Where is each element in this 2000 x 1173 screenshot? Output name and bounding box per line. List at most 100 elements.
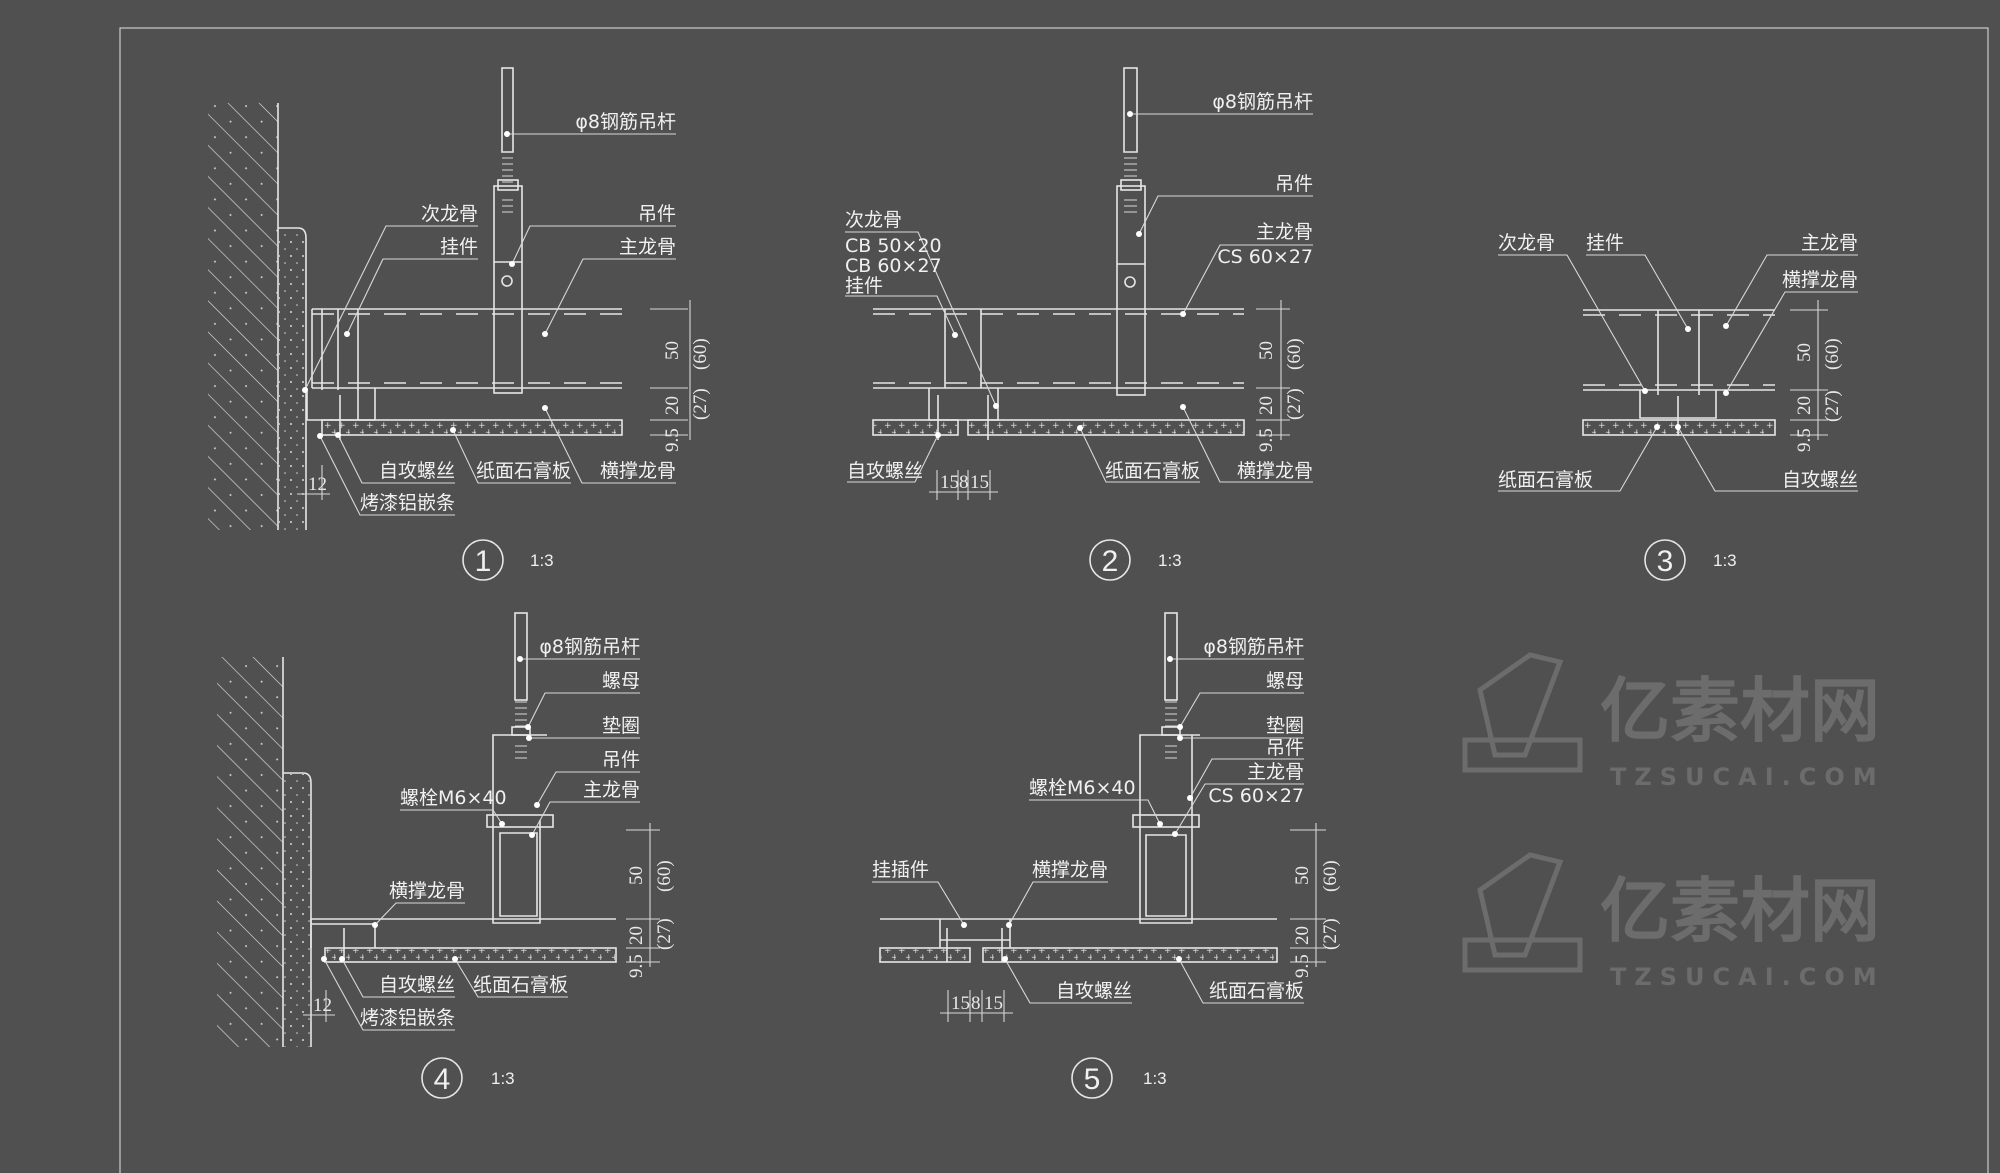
- detail-number: 3: [1657, 545, 1674, 578]
- label-main-runner: 主龙骨: [619, 236, 676, 258]
- label-board: 纸面石膏板: [473, 973, 568, 996]
- label-hanger: 吊件: [1266, 737, 1304, 759]
- secondary-runner: [306, 388, 376, 421]
- detail-number-circle: [1644, 539, 1686, 581]
- label-main-runner: 主龙骨: [583, 779, 640, 801]
- label-rod: φ8钢筋吊杆: [539, 636, 640, 658]
- label-clip: 挂件: [440, 236, 478, 258]
- dim-9-5: 9.5: [662, 428, 683, 452]
- dim-20: 20: [1292, 926, 1313, 945]
- cross-runner: [310, 919, 376, 948]
- label-cross-runner: 横撑龙骨: [1237, 460, 1313, 482]
- dim-20: 20: [626, 926, 647, 945]
- detail-scale: 1:3: [1713, 551, 1737, 570]
- dim-w2: 8: [959, 472, 969, 493]
- label-hanger: 吊件: [1275, 173, 1313, 195]
- dim-w1: 15: [940, 472, 959, 493]
- label-screw: 自攻螺丝: [379, 974, 455, 996]
- gypsum-board: [879, 947, 971, 963]
- dim-9-5: 9.5: [1256, 428, 1277, 452]
- label-cross-runner: 横撑龙骨: [1032, 859, 1108, 881]
- dim-gap: 12: [313, 995, 332, 1016]
- dim-9-5: 9.5: [1794, 428, 1815, 452]
- label-hanger: 吊件: [602, 749, 640, 771]
- detail-scale: 1:3: [491, 1069, 515, 1088]
- detail-number-circle: [462, 539, 504, 581]
- dim-20: 20: [662, 396, 683, 415]
- steel-rod: [514, 612, 528, 701]
- hanger: [1116, 185, 1146, 396]
- label-secondary-runner: 次龙骨: [421, 203, 478, 225]
- label-main-spec: CS 60×27: [1208, 785, 1304, 807]
- label-board: 纸面石膏板: [1498, 468, 1593, 491]
- dim-20: 20: [1256, 396, 1277, 415]
- detail-scale: 1:3: [530, 551, 554, 570]
- watermark-url: TZSUCAI.COM: [1610, 963, 1885, 991]
- gypsum-board: [1582, 419, 1776, 436]
- steel-rod: [501, 67, 514, 153]
- watermark-brand: 亿素材网: [1600, 670, 1880, 752]
- gypsum-board: [324, 947, 617, 963]
- dim-50: 50: [1292, 866, 1313, 885]
- dim-50: 50: [662, 341, 683, 360]
- detail-number-circle: [421, 1057, 463, 1099]
- label-main-runner: 主龙骨: [1256, 221, 1313, 243]
- label-board: 纸面石膏板: [1209, 979, 1304, 1002]
- hanger: [493, 185, 523, 394]
- steel-rod: [1164, 612, 1178, 701]
- dim-9-5: 9.5: [626, 954, 647, 978]
- dim-60: (60): [1284, 338, 1305, 370]
- detail-number: 4: [434, 1063, 451, 1096]
- hanger: [492, 734, 547, 924]
- detail-5: φ8钢筋吊杆 螺母 垫圈 吊件 主龙骨 CS 60×27 螺栓M6×40 挂插件…: [872, 612, 1341, 1099]
- label-rod: φ8钢筋吊杆: [1203, 636, 1304, 658]
- detail-2: φ8钢筋吊杆 吊件 主龙骨 CS 60×27 次龙骨 CB 50×20 CB 6…: [845, 67, 1313, 581]
- detail-number: 2: [1102, 545, 1119, 578]
- main-runner: [1145, 834, 1187, 917]
- label-rod: φ8钢筋吊杆: [1212, 91, 1313, 113]
- detail-1: φ8钢筋吊杆 次龙骨 挂件 吊件 主龙骨 自攻螺丝 纸面石膏板 横撑龙骨 烤漆铝…: [208, 67, 711, 581]
- gypsum-board: [321, 419, 623, 436]
- dim-27: (27): [654, 918, 675, 950]
- detail-number: 5: [1084, 1063, 1101, 1096]
- label-washer: 垫圈: [602, 715, 640, 737]
- label-cross-runner: 横撑龙骨: [1782, 269, 1858, 291]
- insert-clip: [939, 919, 1011, 948]
- dim-50: 50: [1256, 341, 1277, 360]
- dim-50: 50: [1794, 343, 1815, 362]
- dim-27: (27): [1822, 390, 1843, 422]
- watermark-brand: 亿素材网: [1600, 870, 1880, 952]
- dim-w2: 8: [971, 993, 981, 1014]
- label-screw: 自攻螺丝: [379, 460, 455, 482]
- clip: [1657, 310, 1700, 395]
- label-secondary-runner: 次龙骨: [1498, 232, 1555, 254]
- label-rod: φ8钢筋吊杆: [575, 111, 676, 133]
- detail-3: 次龙骨 挂件 主龙骨 横撑龙骨 纸面石膏板 自攻螺丝 50 (60) 20 (2…: [1498, 232, 1858, 581]
- dim-9-5: 9.5: [1292, 954, 1313, 978]
- label-secondary-spec-1: CB 50×20: [845, 235, 942, 257]
- label-clip: 挂件: [1586, 232, 1624, 254]
- dim-27: (27): [1284, 388, 1305, 420]
- watermark: 亿素材网 TZSUCAI.COM 亿素材网 TZSUCAI.COM: [1462, 652, 1885, 991]
- drawing-frame: [119, 27, 1989, 1173]
- label-cross-runner: 横撑龙骨: [389, 880, 465, 902]
- screw: [946, 928, 1003, 962]
- bolt: [1132, 814, 1200, 828]
- watermark-logo: [1462, 852, 1583, 973]
- detail-number-circle: [1071, 1057, 1113, 1099]
- label-washer: 垫圈: [1266, 715, 1304, 737]
- label-main-runner: 主龙骨: [1801, 232, 1858, 254]
- gypsum-board: [982, 947, 1278, 963]
- detail-number-circle: [1089, 539, 1131, 581]
- hanger: [1139, 734, 1200, 924]
- label-secondary-runner: 次龙骨: [845, 209, 902, 231]
- label-aluminum-strip: 烤漆铝嵌条: [360, 1007, 455, 1029]
- dim-60: (60): [1822, 338, 1843, 370]
- main-runner: [499, 832, 538, 917]
- concrete-wall: [217, 657, 283, 1047]
- concrete-wall: [208, 103, 278, 530]
- dim-w1: 15: [951, 993, 970, 1014]
- label-bolt: 螺栓M6×40: [1029, 777, 1136, 799]
- detail-scale: 1:3: [1143, 1069, 1167, 1088]
